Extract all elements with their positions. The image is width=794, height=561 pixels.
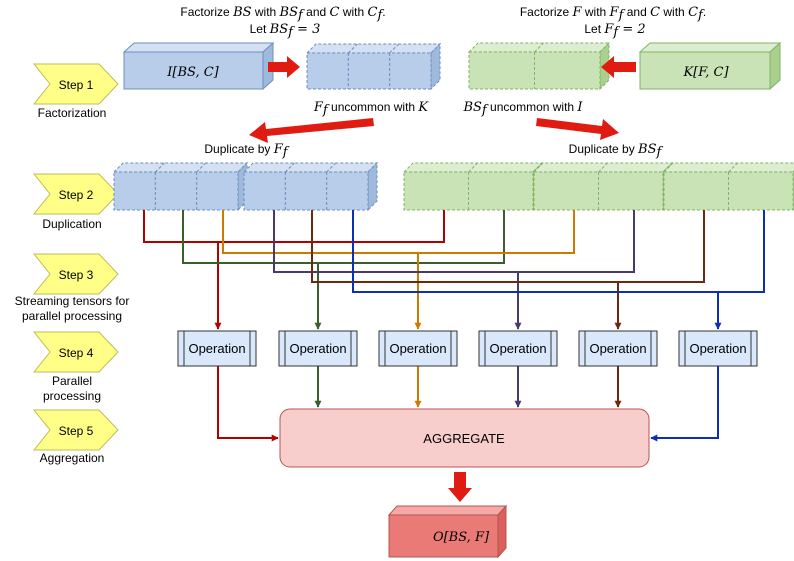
stream-line — [143, 210, 445, 243]
dup-block-green — [662, 162, 794, 212]
stream-line — [650, 366, 719, 442]
header-left-line1: Factorize BS with BSf and C with Cf. — [180, 5, 385, 23]
step-chevron — [32, 253, 119, 295]
operation-label: Operation — [188, 341, 245, 356]
note-left-uncommon: Ff uncommon with K — [313, 100, 430, 118]
stream-line — [217, 366, 279, 442]
header-right-line1: Factorize F with Ff and C with Cf. — [520, 5, 706, 23]
factorized-tensor-left — [305, 42, 442, 91]
operation-label: Operation — [389, 341, 446, 356]
duplicate-arrow-right — [536, 118, 619, 140]
factorized-block-blue — [305, 42, 442, 91]
step-caption: processing — [43, 389, 101, 403]
factorize-arrow-left — [268, 56, 300, 78]
input-tensor-K: K[F, C] — [638, 41, 782, 91]
factorize-arrow-right — [601, 56, 636, 78]
step-caption: parallel processing — [22, 309, 122, 323]
step-caption: Aggregation — [40, 451, 105, 465]
duplicated-tensors-right — [402, 161, 794, 212]
step-chevron — [32, 63, 119, 105]
output-arrow — [448, 472, 472, 502]
header-left-line2: Let BSf = 3 — [250, 22, 321, 40]
dup-block-green — [402, 161, 544, 212]
stream-lines — [143, 210, 765, 442]
duplicated-tensors-left — [112, 161, 379, 212]
input-tensor-K-label: K[F, C] — [682, 65, 729, 80]
step-caption: Streaming tensors for — [15, 294, 130, 308]
header-right-line2: Let Ff = 2 — [584, 22, 645, 40]
operation-label: Operation — [289, 341, 346, 356]
input-tensor-I: I[BS, C] — [122, 41, 275, 91]
operations-row: Operation Operation Operation Operation Oper… — [177, 330, 758, 367]
output-tensor-O: O[BS, F] — [387, 504, 508, 559]
step-label: Step 1 — [59, 78, 94, 92]
step-2: Step 2 Duplication — [32, 173, 119, 231]
stream-line — [222, 210, 575, 254]
step-chevron — [32, 173, 119, 215]
dup-right-label: Duplicate by BSf — [569, 142, 664, 160]
operation-box-5: Operation — [578, 330, 658, 367]
operation-label: Operation — [489, 341, 546, 356]
step-caption: Parallel — [52, 374, 92, 388]
stream-line — [311, 210, 705, 283]
step-5: Step 5 Aggregation — [32, 409, 119, 465]
step-label: Step 5 — [59, 424, 94, 438]
stream-line — [273, 210, 635, 273]
step-caption: Duplication — [42, 217, 101, 231]
step-label: Step 3 — [59, 268, 94, 282]
dup-block-green — [532, 161, 674, 212]
operation-box-1: Operation — [177, 330, 257, 367]
operation-box-3: Operation — [378, 330, 458, 367]
dup-left-label: Duplicate by Ff — [204, 142, 289, 160]
dup-block-blue — [242, 161, 379, 212]
output-tensor-label: O[BS, F] — [433, 530, 490, 545]
factorized-tensor-right — [467, 41, 611, 91]
operation-label: Operation — [689, 341, 746, 356]
step-chevron — [32, 331, 119, 373]
stream-line — [352, 210, 765, 293]
dup-block-blue — [112, 161, 249, 212]
operation-box-2: Operation — [278, 330, 358, 367]
step-label: Step 4 — [59, 346, 94, 360]
operation-box-4: Operation — [478, 330, 558, 367]
step-1: Step 1 Factorization — [32, 63, 119, 120]
factorized-block-green — [467, 41, 611, 91]
input-tensor-I-label: I[BS, C] — [166, 65, 219, 80]
step-chevron — [32, 409, 119, 451]
step-label: Step 2 — [59, 188, 94, 202]
duplicate-arrow-left — [249, 118, 374, 143]
note-right-uncommon: BSf uncommon with I — [462, 100, 583, 118]
step-caption: Factorization — [38, 106, 107, 120]
stream-line — [182, 210, 505, 264]
aggregate-box: AGGREGATE — [279, 408, 650, 468]
operation-box-6: Operation — [678, 330, 758, 367]
aggregate-label: AGGREGATE — [423, 431, 505, 446]
operation-label: Operation — [589, 341, 646, 356]
